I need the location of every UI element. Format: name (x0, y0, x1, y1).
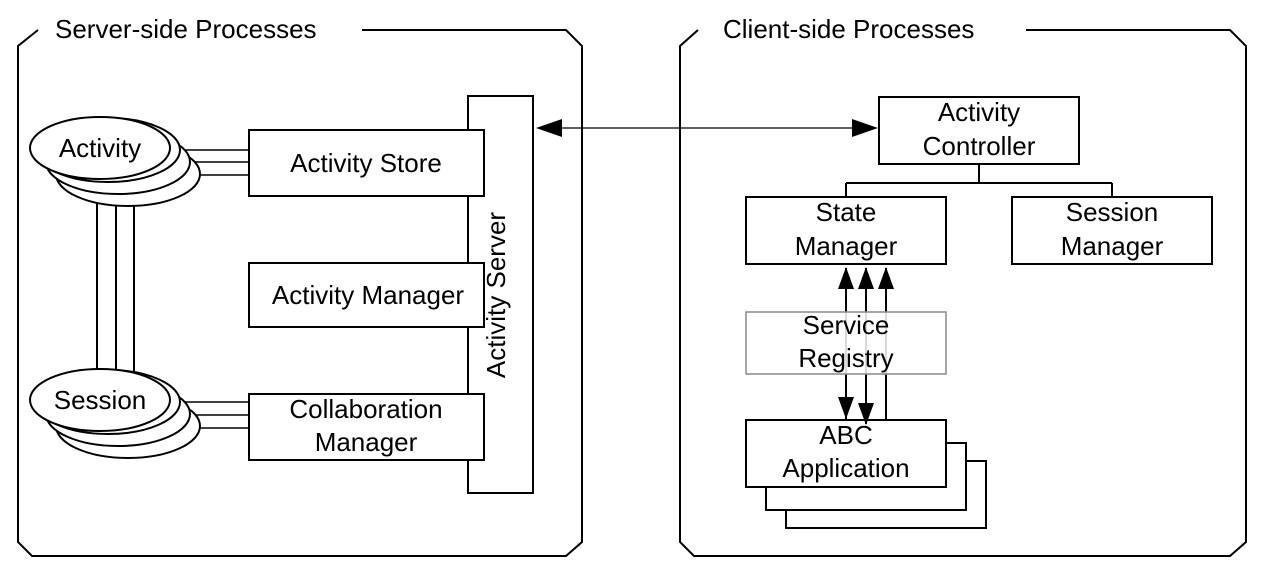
service-registry-label-1: Service (803, 310, 890, 340)
abc-application-label-1: ABC (819, 420, 872, 450)
activity-manager-box: Activity Manager (248, 262, 485, 328)
abc-application-stack: ABC Application (745, 419, 987, 529)
session-manager-label-2: Manager (1061, 231, 1164, 261)
connector-arrow-right (852, 119, 878, 137)
session-manager-label-1: Session (1066, 197, 1159, 227)
activity-node-label: Activity (59, 133, 141, 163)
activity-manager-label: Activity Manager (272, 280, 465, 310)
activity-server-label: Activity Server (481, 212, 511, 378)
activity-controller-label-1: Activity (938, 97, 1020, 127)
server-group-title: Server-side Processes (55, 14, 317, 44)
client-group-frame (679, 29, 1247, 557)
session-manager-box: Session Manager (1011, 196, 1213, 265)
activity-node-stack: Activity (29, 116, 201, 207)
state-manager-label-1: State (816, 197, 877, 227)
collaboration-manager-box: Collaboration Manager (248, 393, 485, 461)
session-node-stack: Session (29, 368, 201, 459)
abc-application-label-2: Application (782, 453, 909, 483)
activity-controller-box: Activity Controller (878, 96, 1080, 165)
service-registry-box: Service Registry (745, 310, 947, 375)
server-group-frame (17, 29, 583, 557)
connector-arrow-left (536, 119, 562, 137)
service-registry-label-2: Registry (798, 343, 893, 373)
client-side-group: Client-side Processes Activity Controlle… (679, 14, 1247, 557)
activity-store-label: Activity Store (290, 148, 442, 178)
server-side-group: Server-side Processes Activity (17, 14, 583, 557)
controller-tree-lines (845, 164, 1113, 197)
session-node-label: Session (54, 385, 147, 415)
state-manager-label-2: Manager (795, 231, 898, 261)
collaboration-manager-label-1: Collaboration (289, 394, 442, 424)
activity-session-links (96, 180, 135, 372)
collaboration-manager-label-2: Manager (315, 427, 418, 457)
client-group-title: Client-side Processes (723, 14, 974, 44)
activity-store-box: Activity Store (248, 129, 485, 197)
activity-controller-label-2: Controller (923, 131, 1036, 161)
state-manager-box: State Manager (745, 196, 947, 265)
